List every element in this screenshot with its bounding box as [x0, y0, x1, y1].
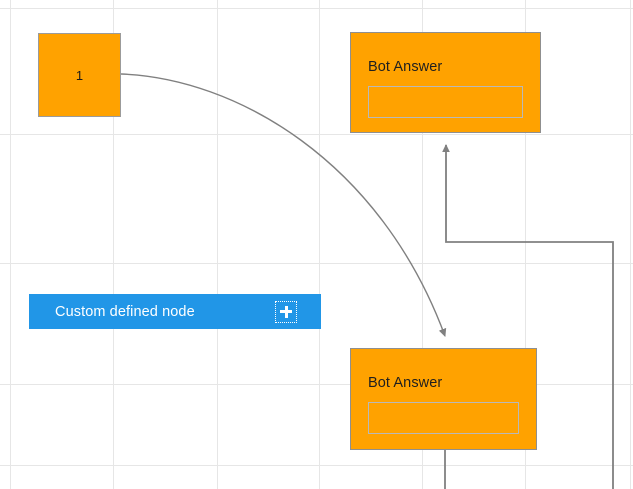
- bot-answer-top-field[interactable]: [368, 86, 523, 118]
- node-bot-answer-top[interactable]: Bot Answer: [350, 32, 541, 133]
- node-1-label: 1: [75, 67, 84, 83]
- bot-answer-top-title: Bot Answer: [368, 59, 443, 75]
- plus-icon[interactable]: [275, 300, 297, 323]
- node-bot-answer-bottom[interactable]: Bot Answer: [350, 348, 537, 450]
- node-custom-defined-node[interactable]: Custom defined node: [29, 294, 321, 329]
- custom-defined-node-label: Custom defined node: [55, 303, 195, 320]
- node-1[interactable]: 1: [38, 33, 121, 117]
- bot-answer-bottom-title: Bot Answer: [368, 375, 443, 391]
- connector-node1-to-bot-answer-bottom[interactable]: [120, 73, 447, 337]
- connector-bot-answer-bottom-to-top[interactable]: [442, 143, 614, 489]
- bot-answer-bottom-field[interactable]: [368, 402, 519, 434]
